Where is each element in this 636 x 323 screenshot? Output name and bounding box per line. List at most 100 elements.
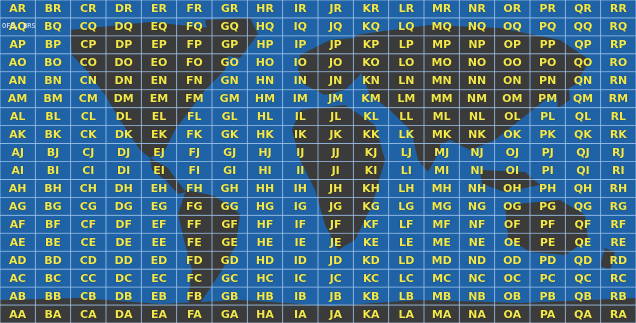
grid-square-ck[interactable]: CK [80, 128, 97, 142]
grid-square-go[interactable]: GO [220, 56, 239, 70]
grid-square-gl[interactable]: GL [221, 110, 238, 124]
grid-square-pk[interactable]: PK [539, 128, 556, 142]
grid-square-ad[interactable]: AD [8, 253, 27, 267]
grid-square-in[interactable]: IN [293, 74, 307, 88]
grid-square-og[interactable]: OG [503, 199, 522, 213]
grid-square-qh[interactable]: QH [573, 181, 593, 195]
grid-square-cb[interactable]: CB [80, 289, 97, 303]
grid-square-nj[interactable]: NJ [470, 146, 484, 160]
grid-square-jm[interactable]: JM [328, 92, 344, 106]
grid-square-mn[interactable]: MN [431, 74, 452, 88]
grid-square-be[interactable]: BE [45, 235, 61, 249]
grid-square-id[interactable]: ID [293, 253, 307, 267]
grid-square-kn[interactable]: KN [362, 74, 380, 88]
grid-square-al[interactable]: AL [9, 110, 26, 124]
grid-square-do[interactable]: DO [114, 56, 133, 70]
grid-square-pi[interactable]: PI [541, 163, 554, 177]
grid-square-qm[interactable]: QM [572, 92, 594, 106]
grid-square-df[interactable]: DF [115, 217, 132, 231]
grid-square-fr[interactable]: FR [186, 2, 203, 16]
grid-square-dr[interactable]: DR [114, 2, 133, 16]
grid-square-hc[interactable]: HC [256, 271, 274, 285]
grid-square-ll[interactable]: LL [399, 110, 414, 124]
grid-square-gb[interactable]: GB [220, 289, 239, 303]
grid-square-dc[interactable]: DC [115, 271, 133, 285]
grid-square-kk[interactable]: KK [362, 128, 380, 142]
grid-square-fq[interactable]: FQ [185, 20, 203, 34]
grid-square-lh[interactable]: LH [398, 181, 415, 195]
grid-square-hf[interactable]: HF [256, 217, 274, 231]
grid-square-gd[interactable]: GD [220, 253, 239, 267]
grid-square-rm[interactable]: RM [608, 92, 629, 106]
grid-square-cf[interactable]: CF [80, 217, 97, 231]
grid-square-rj[interactable]: RJ [612, 146, 625, 160]
grid-square-dq[interactable]: DQ [114, 20, 133, 34]
grid-square-cc[interactable]: CC [80, 271, 97, 285]
grid-square-ng[interactable]: NG [467, 199, 487, 213]
grid-square-ja[interactable]: JA [329, 307, 342, 321]
grid-square-fc[interactable]: FC [186, 271, 203, 285]
grid-square-bh[interactable]: BH [44, 181, 62, 195]
grid-square-ej[interactable]: EJ [153, 146, 165, 160]
grid-square-gq[interactable]: GQ [220, 20, 239, 34]
grid-square-oo[interactable]: OO [502, 56, 522, 70]
grid-square-im[interactable]: IM [292, 92, 308, 106]
grid-square-aa[interactable]: AA [9, 307, 27, 321]
grid-square-ga[interactable]: GA [220, 307, 239, 321]
grid-square-hj[interactable]: HJ [258, 146, 272, 160]
grid-square-mh[interactable]: MH [431, 181, 452, 195]
grid-square-ek[interactable]: EK [150, 128, 168, 142]
grid-square-rn[interactable]: RN [609, 74, 628, 88]
grid-square-po[interactable]: PO [538, 56, 557, 70]
grid-square-ee[interactable]: EE [151, 235, 167, 249]
grid-square-jj[interactable]: JJ [331, 146, 340, 160]
grid-square-pe[interactable]: PE [539, 235, 556, 249]
grid-square-ao[interactable]: AO [8, 56, 27, 70]
grid-square-rh[interactable]: RH [609, 181, 628, 195]
grid-square-dg[interactable]: DG [114, 199, 133, 213]
grid-square-qp[interactable]: QP [574, 38, 592, 52]
grid-square-bd[interactable]: BD [44, 253, 62, 267]
grid-square-jq[interactable]: JQ [328, 20, 343, 34]
grid-square-ii[interactable]: II [296, 163, 305, 177]
grid-square-qf[interactable]: QF [574, 217, 592, 231]
grid-square-pm[interactable]: PM [538, 92, 558, 106]
grid-square-rq[interactable]: RQ [609, 20, 628, 34]
grid-square-hg[interactable]: HG [255, 199, 275, 213]
grid-square-gm[interactable]: GM [219, 92, 240, 106]
grid-square-np[interactable]: NP [468, 38, 486, 52]
grid-square-gn[interactable]: GN [220, 74, 239, 88]
grid-square-eg[interactable]: EG [150, 199, 168, 213]
grid-square-af[interactable]: AF [9, 217, 26, 231]
grid-square-mo[interactable]: MO [431, 56, 452, 70]
grid-square-dn[interactable]: DN [114, 74, 133, 88]
grid-square-mp[interactable]: MP [432, 38, 452, 52]
grid-square-qg[interactable]: QG [573, 199, 593, 213]
grid-square-hl[interactable]: HL [256, 110, 274, 124]
grid-square-ni[interactable]: NI [470, 163, 484, 177]
grid-square-jf[interactable]: JF [329, 217, 342, 231]
grid-square-ji[interactable]: JI [331, 163, 340, 177]
grid-square-ae[interactable]: AE [9, 235, 26, 249]
grid-square-ka[interactable]: KA [362, 307, 380, 321]
grid-square-pn[interactable]: PN [539, 74, 557, 88]
grid-square-eq[interactable]: EQ [150, 20, 168, 34]
grid-square-ph[interactable]: PH [539, 181, 557, 195]
grid-square-da[interactable]: DA [114, 307, 133, 321]
grid-square-ri[interactable]: RI [612, 163, 625, 177]
grid-square-fb[interactable]: FB [186, 289, 203, 303]
grid-square-ho[interactable]: HO [255, 56, 275, 70]
grid-square-br[interactable]: BR [44, 2, 62, 16]
grid-square-kl[interactable]: KL [363, 110, 379, 124]
grid-square-gi[interactable]: GI [223, 163, 237, 177]
grid-square-cj[interactable]: CJ [82, 146, 95, 160]
grid-square-dj[interactable]: DJ [117, 146, 131, 160]
grid-square-cg[interactable]: CG [79, 199, 97, 213]
grid-square-gc[interactable]: GC [221, 271, 239, 285]
grid-square-fl[interactable]: FL [187, 110, 202, 124]
grid-square-hq[interactable]: HQ [255, 20, 275, 34]
grid-square-fd[interactable]: FD [185, 253, 203, 267]
grid-square-kg[interactable]: KG [362, 199, 380, 213]
grid-square-hm[interactable]: HM [254, 92, 276, 106]
grid-square-pc[interactable]: PC [539, 271, 556, 285]
